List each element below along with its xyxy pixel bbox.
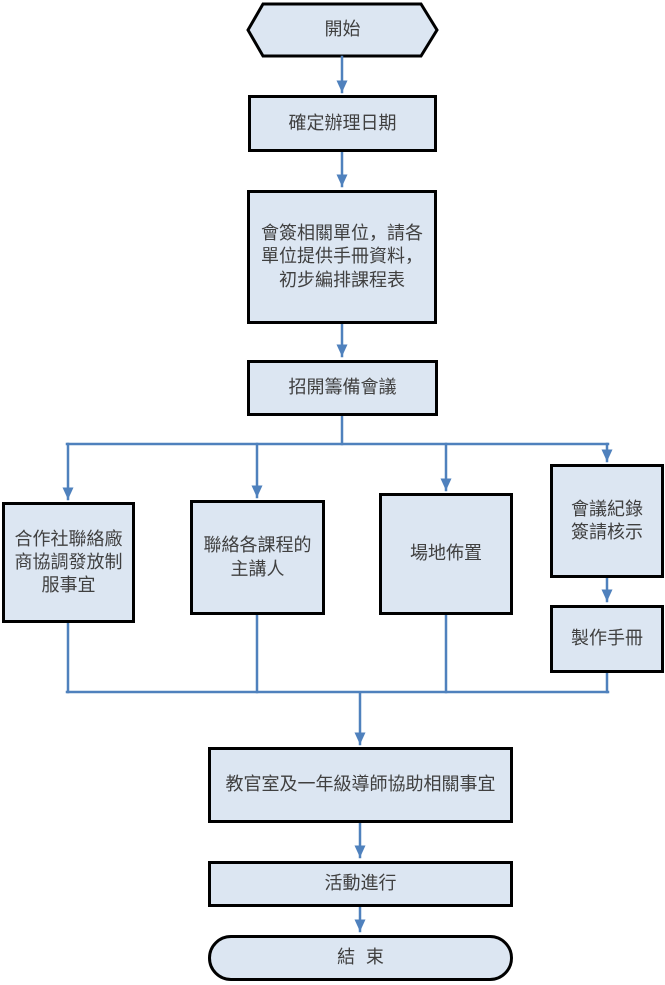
node-coop-uniform-label: 合作社聯絡廠 商協調發放制 服事宜 [14,528,123,597]
node-make-handbook: 製作手冊 [550,605,664,673]
start-hexagon-shape [246,2,439,58]
node-coop-uniform: 合作社聯絡廠 商協調發放制 服事宜 [2,502,135,623]
node-end-label: 結束 [337,947,395,969]
node-countersign-units-label: 會簽相關單位，請各 單位提供手冊資料， 初步編排課程表 [261,223,423,291]
node-end: 結束 [208,935,513,981]
node-countersign-units: 會簽相關單位，請各 單位提供手冊資料， 初步編排課程表 [247,190,437,324]
node-prep-meeting-label: 招開籌備會議 [288,377,397,399]
node-activity-proceed: 活動進行 [208,861,513,907]
node-contact-speakers: 聯絡各課程的 主講人 [190,500,325,615]
node-start-label: 開始 [324,19,361,41]
node-venue-setup: 場地佈置 [379,493,513,615]
node-teachers-assist-label: 教官室及一年級導師協助相關事宜 [225,774,496,796]
node-make-handbook-label: 製作手冊 [571,628,643,650]
node-teachers-assist: 教官室及一年級導師協助相關事宜 [208,747,513,823]
node-confirm-date-label: 確定辦理日期 [288,112,397,134]
node-prep-meeting: 招開籌備會議 [247,360,438,416]
node-start: 開始 [248,3,437,57]
node-meeting-minutes-label: 會議紀錄 簽請核示 [571,498,643,543]
node-venue-setup-label: 場地佈置 [410,543,482,565]
node-contact-speakers-label: 聯絡各課程的 主講人 [203,535,312,580]
node-meeting-minutes: 會議紀錄 簽請核示 [550,464,664,578]
node-confirm-date: 確定辦理日期 [248,95,437,152]
node-activity-proceed-label: 活動進行 [324,873,397,895]
